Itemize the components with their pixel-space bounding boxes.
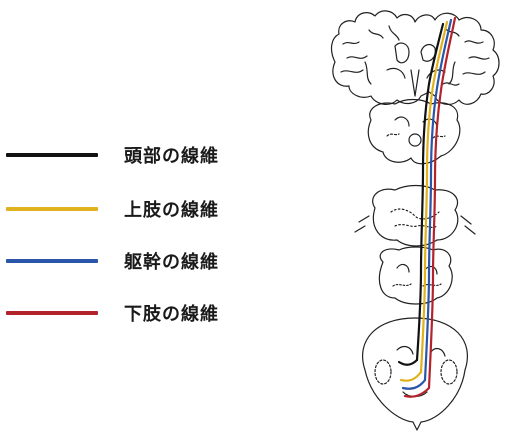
trunk-fibers-label: 躯幹の線維	[124, 248, 219, 274]
legend-item-upper-limb-fibers: 上肢の線維	[6, 194, 219, 224]
legend-item-head-fibers: 頭部の線維	[6, 140, 219, 170]
pons-section	[355, 186, 475, 247]
lower-limb-fibers-label: 下肢の線維	[124, 300, 219, 326]
upper-limb-fibers-label: 上肢の線維	[124, 196, 219, 222]
fiber-tracts	[399, 18, 455, 397]
upper-limb-fibers-swatch	[6, 207, 98, 211]
legend-item-trunk-fibers: 躯幹の線維	[6, 246, 219, 276]
midbrain-section	[368, 100, 460, 164]
medulla-section	[379, 247, 452, 304]
cerebrum-section	[332, 11, 499, 104]
corticospinal-tract-diagram	[325, 0, 505, 437]
trunk-fiber-path	[425, 20, 451, 380]
legend: 頭部の線維 上肢の線維 躯幹の線維 下肢の線維	[0, 0, 300, 437]
trunk-fibers-swatch	[6, 259, 98, 263]
head-fibers-label: 頭部の線維	[124, 142, 219, 168]
legend-item-lower-limb-fibers: 下肢の線維	[6, 298, 219, 328]
spinal-cord-section	[363, 318, 468, 430]
lower-limb-fibers-swatch	[6, 311, 98, 315]
lower-limb-fiber-path	[429, 18, 455, 388]
head-fibers-swatch	[6, 153, 98, 157]
